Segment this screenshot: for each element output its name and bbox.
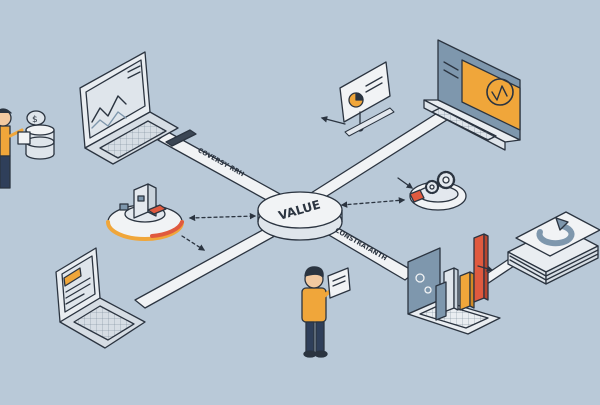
presentation-board-icon xyxy=(320,61,395,137)
laptop-document-icon xyxy=(55,247,146,349)
person-with-coins xyxy=(0,108,24,189)
bar-chart-tablet-icon xyxy=(407,233,501,335)
laptop-chart-icon xyxy=(79,51,197,165)
gears-icon xyxy=(340,170,467,211)
coin-stack-icon: $ xyxy=(17,110,55,160)
person-with-tablet xyxy=(301,266,351,358)
value-hub: VALUE xyxy=(257,191,343,241)
svg-text:$: $ xyxy=(32,115,38,125)
monitor-analytics-icon xyxy=(423,39,521,151)
server-box-icon xyxy=(106,183,257,251)
refresh-stack-icon xyxy=(507,211,600,285)
